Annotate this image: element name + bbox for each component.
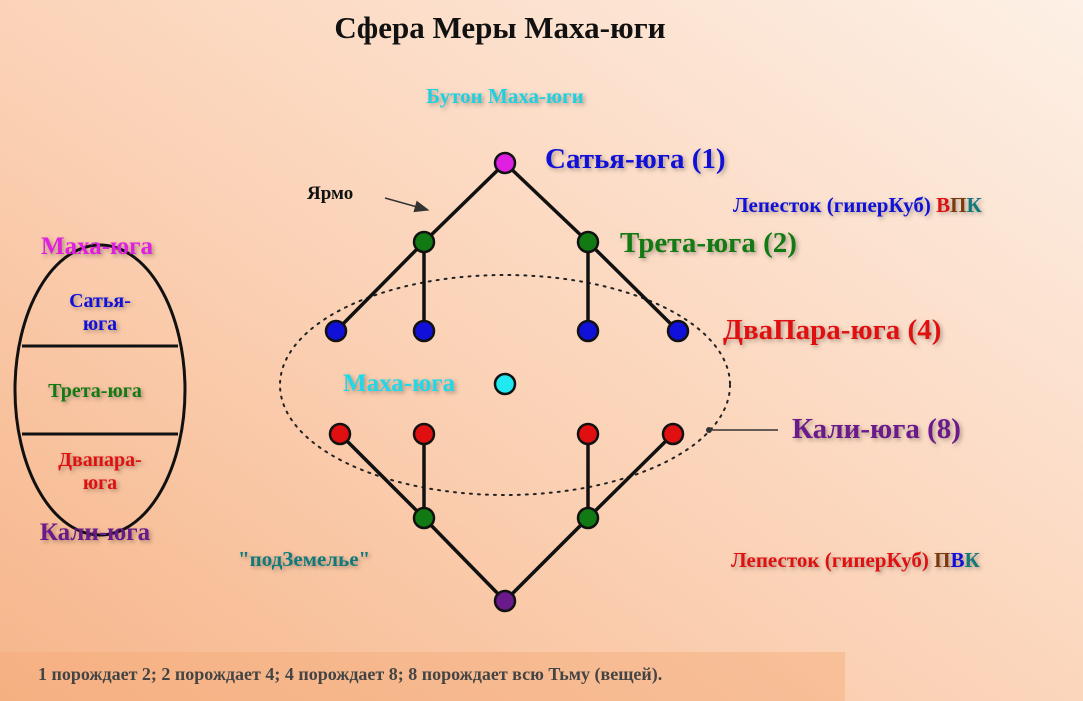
caption-box: 1 порождает 2; 2 порождает 4; 4 порождае… — [0, 652, 845, 701]
edge — [338, 432, 426, 520]
node-underground — [576, 506, 600, 530]
node-kali — [661, 422, 685, 446]
petal-top-label: Лепесток (гиперКуб) ВПК — [733, 193, 982, 217]
egg-bottom-label: Кали-юга — [40, 519, 151, 546]
node-kali — [328, 422, 352, 446]
node-dvapara-top — [666, 319, 690, 343]
kali-pointer-dot — [706, 427, 712, 433]
treta-label: Трета-юга (2) — [620, 227, 797, 259]
egg-satya: Сатья- — [69, 290, 131, 312]
edge — [586, 240, 680, 333]
dvapara-label: ДваПара-юга (4) — [723, 314, 941, 346]
node-dvapara-top — [324, 319, 348, 343]
node-kali — [412, 422, 436, 446]
kali-label: Кали-юга (8) — [792, 413, 961, 445]
node-kali — [576, 422, 600, 446]
petal-bottom-label: Лепесток (гиперКуб) ПВК — [731, 548, 980, 572]
egg-top-label: Маха-юга — [41, 233, 154, 260]
node-maha-center — [493, 372, 517, 396]
maha-yuga-sphere — [279, 274, 731, 496]
node-dvapara-top — [412, 319, 436, 343]
node-root-bottom — [493, 589, 517, 613]
egg-dvapara: юга — [83, 472, 117, 494]
bud-label: Бутон Маха-юги — [426, 84, 583, 108]
title: Сфера Меры Маха-юги — [334, 10, 665, 45]
edge — [586, 432, 675, 520]
yoke-arrow — [384, 197, 430, 213]
edge — [503, 516, 590, 603]
underground-label: "подЗемелье" — [238, 547, 370, 571]
edge — [503, 161, 590, 244]
tree-edges — [334, 161, 680, 603]
maha-center-label: Маха-юга — [343, 370, 456, 397]
egg-satya: юга — [83, 313, 117, 335]
egg-dvapara: Двапара- — [58, 449, 142, 471]
satya-label: Сатья-юга (1) — [545, 143, 726, 175]
node-treta — [576, 230, 600, 254]
edge — [334, 240, 426, 333]
node-underground — [412, 506, 436, 530]
caption-text: 1 порождает 2; 2 порождает 4; 4 порождае… — [38, 664, 663, 684]
egg-treta: Трета-юга — [48, 380, 142, 402]
edge — [422, 161, 507, 244]
edge — [422, 516, 507, 603]
yoke-label: Ярмо — [307, 183, 353, 204]
egg-diagram: Маха-юга Сатья- юга Трета-юга Двапара- ю… — [13, 233, 187, 546]
node-dvapara-top — [576, 319, 600, 343]
node-treta — [412, 230, 436, 254]
node-satya — [493, 151, 517, 175]
